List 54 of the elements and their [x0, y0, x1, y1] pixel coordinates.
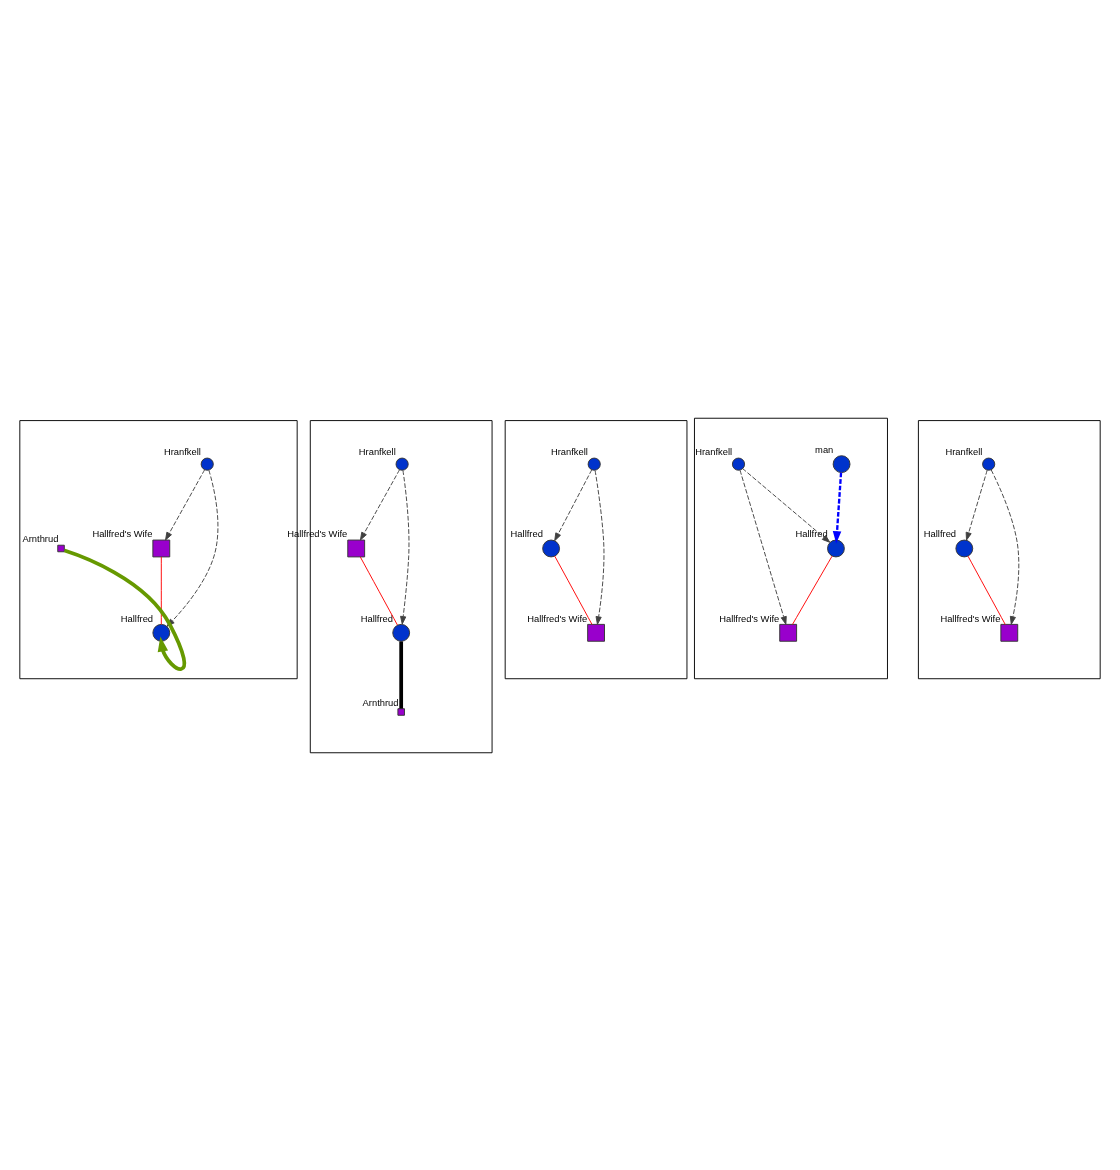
cluster — [504, 419, 688, 679]
node-circle — [392, 623, 411, 642]
arrow — [990, 469, 1020, 625]
node-box — [587, 623, 605, 642]
connector — [967, 555, 1006, 625]
node-box — [57, 544, 65, 552]
node-circle — [827, 539, 845, 557]
arrow — [400, 469, 410, 624]
node-label: Arnthrud — [362, 697, 399, 708]
node-circle — [982, 457, 996, 471]
node-box — [152, 539, 171, 557]
cluster — [917, 419, 1101, 679]
arrow — [832, 472, 843, 543]
connector — [399, 640, 404, 709]
node-label: man — [815, 444, 834, 455]
arrow — [965, 469, 988, 541]
node-circle — [731, 457, 746, 471]
node-label: Hallfred's Wife — [940, 613, 1001, 624]
node-label: Hranfkell — [358, 446, 396, 457]
node-circle — [152, 623, 171, 642]
arrow — [359, 468, 400, 540]
node-circle — [542, 539, 560, 557]
node-label: Hranfkell — [163, 446, 201, 457]
node-label: Hranfkell — [550, 446, 588, 457]
arrow — [554, 468, 593, 541]
node-label: Hallfred — [120, 613, 154, 624]
node-label: Hallfred — [923, 528, 957, 539]
arrow — [165, 468, 206, 540]
node-circle — [395, 457, 409, 471]
node-box — [779, 623, 798, 642]
node-label: Hranfkell — [695, 446, 733, 457]
connector — [160, 556, 162, 625]
node-box — [1000, 623, 1019, 642]
arrow — [739, 469, 787, 625]
node-label: Hallfred's Wife — [527, 613, 588, 624]
node-label: Hranfkell — [945, 446, 983, 457]
connector — [554, 555, 593, 625]
node-label: Hallfred's Wife — [92, 528, 153, 539]
node-circle — [200, 457, 214, 471]
node-label: Hallfred — [360, 613, 393, 624]
node-box — [347, 539, 366, 557]
node-circle — [587, 457, 601, 471]
node-circle — [832, 454, 851, 473]
node-label: Hallfred's Wife — [719, 613, 780, 624]
cluster — [694, 417, 888, 679]
node-circle — [955, 539, 974, 557]
connector — [359, 556, 398, 625]
node-label: Hallfred — [795, 528, 828, 539]
connector — [792, 555, 833, 625]
node-label: Hallfred — [510, 528, 543, 539]
node-label: Arnthrud — [22, 533, 59, 544]
arrow — [594, 469, 605, 625]
node-box — [397, 707, 405, 716]
arrow — [742, 467, 831, 543]
